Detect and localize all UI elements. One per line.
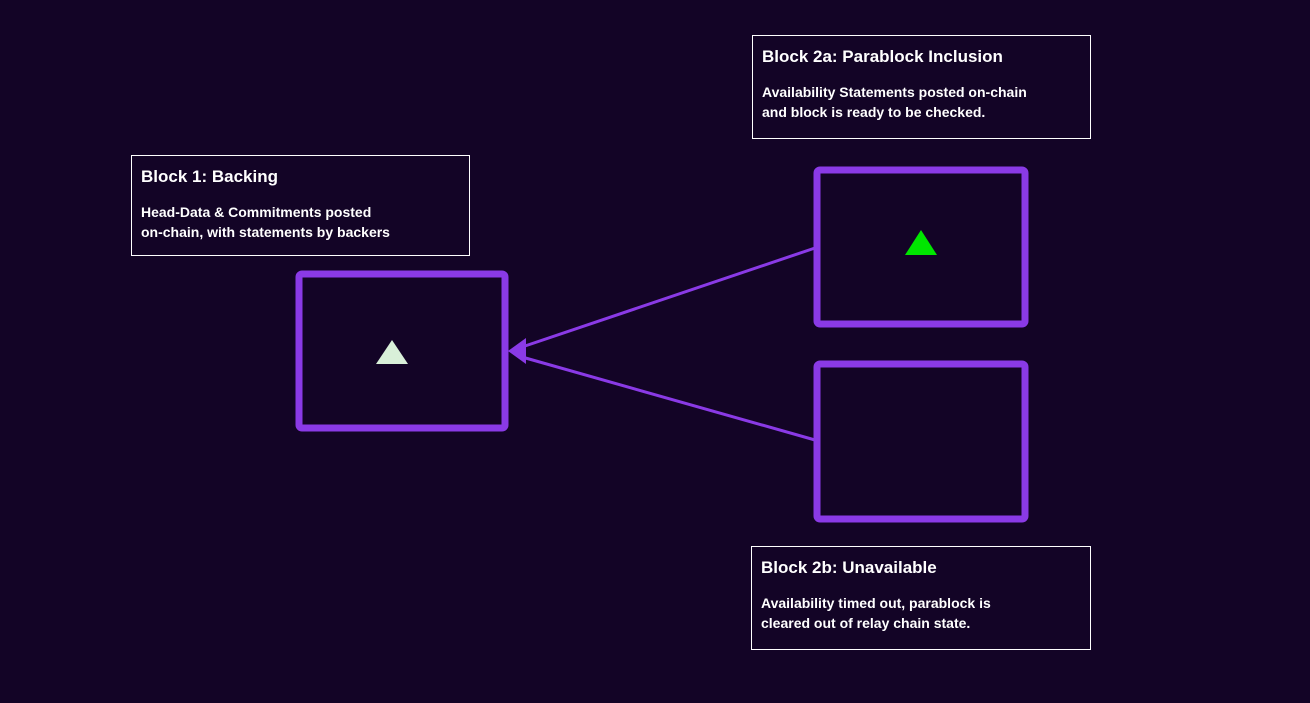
block-2b-box [813, 360, 1029, 523]
block-1-title: Block 1: Backing [141, 167, 278, 186]
edge-2b-to-1 [521, 355, 816, 442]
block-1-description: Head-Data & Commitments posted on-chain,… [141, 204, 390, 240]
block-2a-box [813, 166, 1029, 328]
block-1-triangle-icon [376, 340, 408, 364]
block-2b-title: Block 2b: Unavailable [761, 558, 937, 577]
arrowhead [508, 338, 526, 364]
block-1-box [295, 270, 509, 432]
block-2a-title: Block 2a: Parablock Inclusion [762, 47, 1003, 66]
block-2b-description: Availability timed out, parablock is cle… [761, 595, 991, 631]
block-1-caption: Block 1: Backing Head-Data & Commitments… [131, 155, 470, 256]
block-2a-description: Availability Statements posted on-chain … [762, 84, 1027, 120]
block-2a-triangle-icon [905, 230, 937, 255]
block-2a-caption: Block 2a: Parablock Inclusion Availabili… [752, 35, 1091, 139]
edge-2a-to-1 [521, 246, 816, 349]
block-2b-caption: Block 2b: Unavailable Availability timed… [751, 546, 1091, 650]
